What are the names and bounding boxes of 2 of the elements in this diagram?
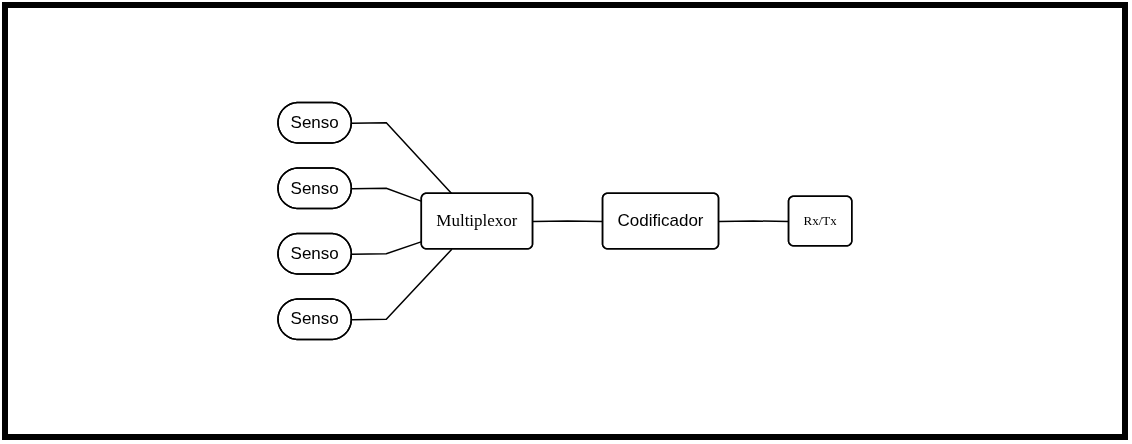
connector — [351, 248, 453, 321]
connector — [351, 122, 453, 195]
